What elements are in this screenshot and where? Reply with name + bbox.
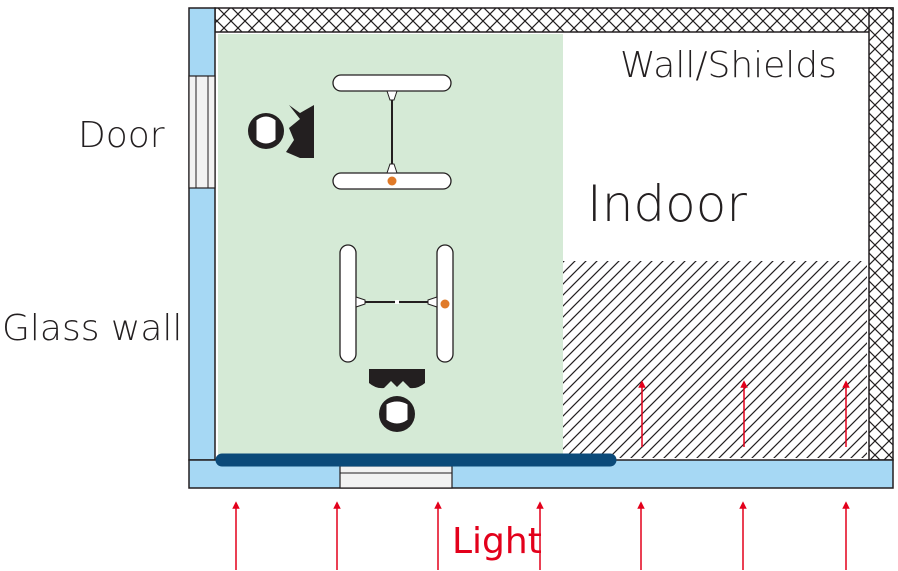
desk-1-top-rail [332, 74, 452, 92]
right-wall [868, 7, 894, 461]
person-2-icon [369, 369, 425, 432]
desk-2 [339, 244, 454, 363]
desk-2-joint-right [427, 296, 438, 308]
person-2-face [385, 400, 409, 425]
desk-2-mid-gap [395, 300, 399, 304]
desk-2-left-rail [339, 244, 357, 363]
desk-1 [332, 74, 452, 190]
door [188, 75, 216, 189]
person-2-shoulders [369, 369, 425, 389]
person-1-shoulders [286, 105, 314, 158]
wall-shields-label: Wall/Shields [620, 45, 837, 86]
light-label: Light [452, 521, 542, 562]
desk-2-joint-left [355, 296, 366, 308]
indoor-label: Indoor [587, 175, 747, 233]
glass-wall-label: Glass wall [2, 308, 182, 349]
outdoor-light-arrows [232, 501, 850, 570]
indoor-light-arrows [638, 380, 850, 447]
work-area [218, 34, 563, 458]
top-wall [214, 7, 894, 33]
desk-1-lamp-dot [387, 176, 397, 186]
desk-2-lamp-dot [440, 299, 450, 309]
desk-1-joint-top [386, 90, 398, 101]
person-1-icon [248, 105, 314, 158]
person-1-face [255, 115, 277, 145]
bottom-door [339, 465, 453, 489]
shadow-area [563, 261, 867, 458]
desk-1-joint-bottom [386, 163, 398, 174]
door-label: Door [78, 115, 165, 156]
